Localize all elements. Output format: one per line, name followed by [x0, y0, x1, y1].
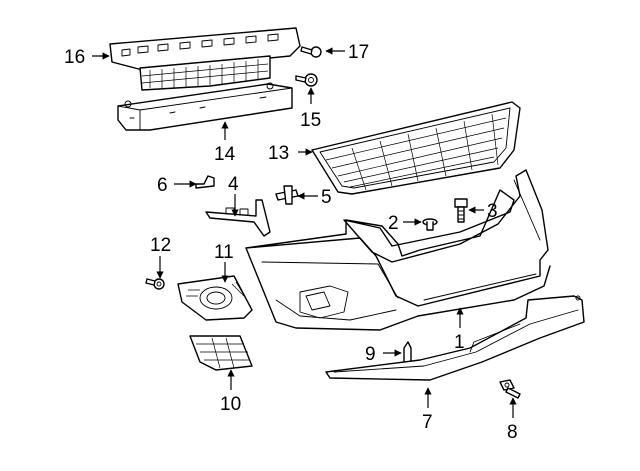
- part-7-lower-valance: [325, 295, 585, 381]
- callout-7: 7: [422, 412, 433, 433]
- leader-lines: [92, 47, 517, 418]
- part-2-clip: [422, 218, 438, 231]
- part-16-upper-carrier: [109, 27, 301, 91]
- part-13-grille: [311, 101, 521, 195]
- part-8-bolt: [499, 379, 521, 399]
- callout-15: 15: [300, 110, 321, 131]
- part-6-clip: [195, 175, 215, 189]
- part-4-bracket: [205, 199, 271, 237]
- part-14-impact-bar: [117, 82, 293, 131]
- part-17-screw: [300, 46, 322, 58]
- callout-4: 4: [228, 174, 239, 195]
- callout-14: 14: [214, 144, 236, 165]
- callout-16: 16: [64, 47, 85, 68]
- part-1-bumper-cover: [245, 169, 551, 331]
- callout-3: 3: [487, 201, 498, 222]
- callout-5: 5: [321, 187, 332, 208]
- part-3-bolt: [454, 198, 468, 223]
- part-15-nut: [295, 73, 318, 87]
- callout-11: 11: [214, 242, 234, 263]
- callout-1: 1: [454, 332, 465, 353]
- callout-labels: 16 17 15 14 13 6 4 5 2 3 12 11 1 9 10 7 …: [64, 42, 518, 443]
- callout-12: 12: [150, 235, 171, 256]
- callout-9: 9: [365, 344, 376, 365]
- callout-8: 8: [507, 422, 518, 443]
- callout-13: 13: [268, 143, 289, 164]
- part-10-grille-insert: [189, 335, 253, 371]
- callout-10: 10: [220, 394, 241, 415]
- part-12-screw: [145, 278, 165, 290]
- callout-2: 2: [388, 213, 399, 234]
- callout-6: 6: [157, 175, 168, 196]
- part-11-fog-lamp-bezel: [177, 275, 253, 321]
- part-5-clip: [275, 185, 299, 205]
- callout-17: 17: [348, 42, 369, 63]
